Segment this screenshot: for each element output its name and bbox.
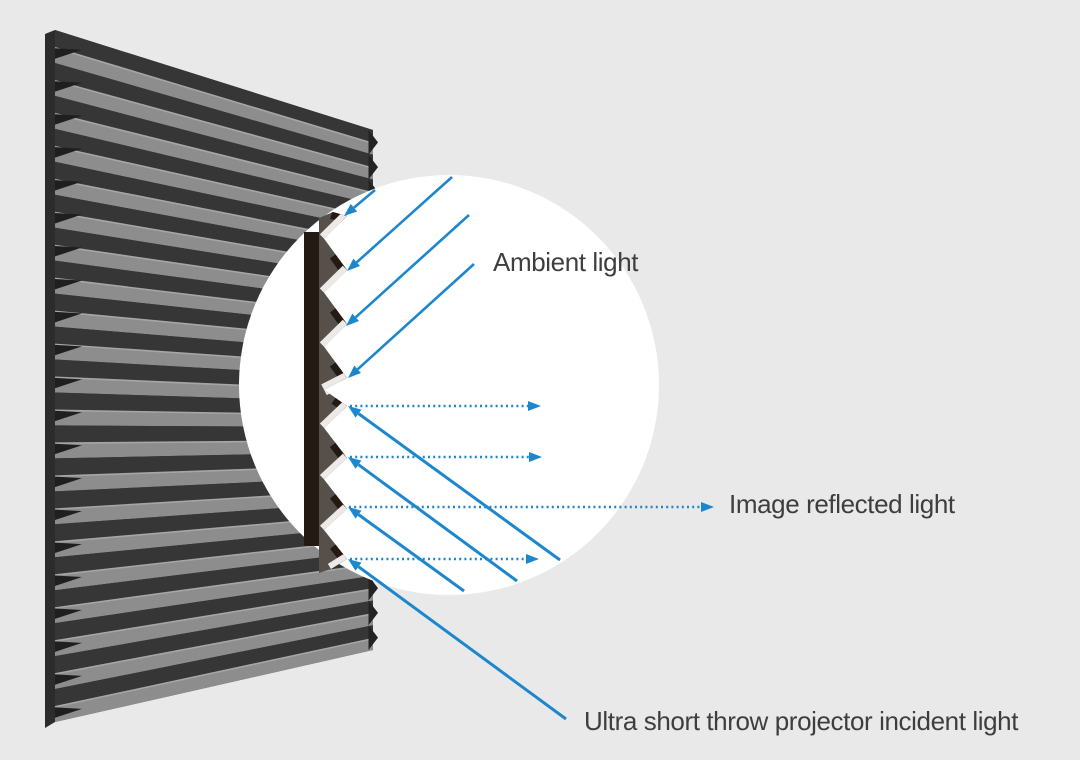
- sawtooth-body: [319, 212, 347, 573]
- screen-panel: [45, 30, 378, 728]
- image-reflected-light-label: Image reflected light: [729, 489, 955, 519]
- ambient-light-rays: [344, 176, 475, 378]
- projector-incident-rays: [348, 406, 567, 721]
- panel-side-face: [45, 30, 55, 728]
- magnifier-circle: [239, 175, 659, 595]
- screen-base-bar: [304, 232, 319, 546]
- image-reflected-rays: [349, 401, 714, 564]
- ambient-light-label: Ambient light: [493, 247, 639, 277]
- projector-incident-light-label: Ultra short throw projector incident lig…: [584, 706, 1019, 736]
